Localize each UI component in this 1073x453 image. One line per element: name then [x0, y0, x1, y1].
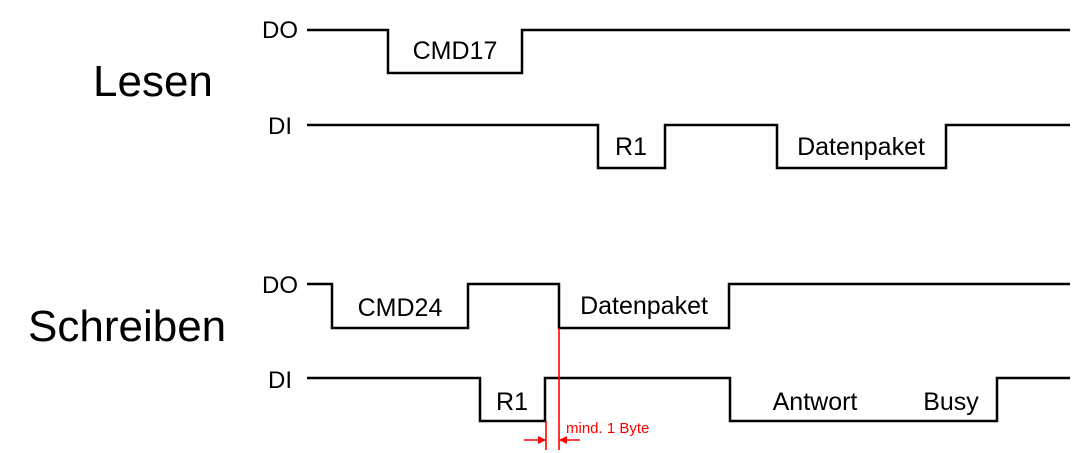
write-di-signal: [307, 376, 1070, 423]
write-di-packet-antwort: Antwort: [773, 388, 858, 416]
write-di-packet-r1: R1: [496, 388, 528, 416]
read-do-label: DO: [262, 17, 298, 44]
read-do-signal: [307, 28, 1070, 75]
read-di-label: DI: [268, 113, 292, 140]
read-section-title: Lesen: [93, 57, 213, 106]
read-do-packet-cmd17: CMD17: [413, 37, 498, 65]
read-di-packet-datenpaket: Datenpaket: [797, 133, 925, 161]
write-di-label: DI: [268, 367, 292, 394]
gap-arrow-left-head: [538, 436, 546, 444]
read-di-packet-r1: R1: [615, 133, 647, 161]
write-do-label: DO: [262, 272, 298, 299]
read-di-signal: [307, 123, 1070, 170]
gap-annotation: mind. 1 Byte: [524, 328, 649, 450]
write-do-packet-datenpaket: Datenpaket: [580, 292, 708, 320]
gap-arrow-right-head: [559, 436, 567, 444]
write-do-packet-cmd24: CMD24: [358, 294, 443, 322]
gap-label: mind. 1 Byte: [566, 420, 649, 437]
write-do-signal: [307, 282, 1070, 330]
write-section-title: Schreiben: [28, 302, 226, 351]
write-di-packet-busy: Busy: [923, 388, 979, 416]
